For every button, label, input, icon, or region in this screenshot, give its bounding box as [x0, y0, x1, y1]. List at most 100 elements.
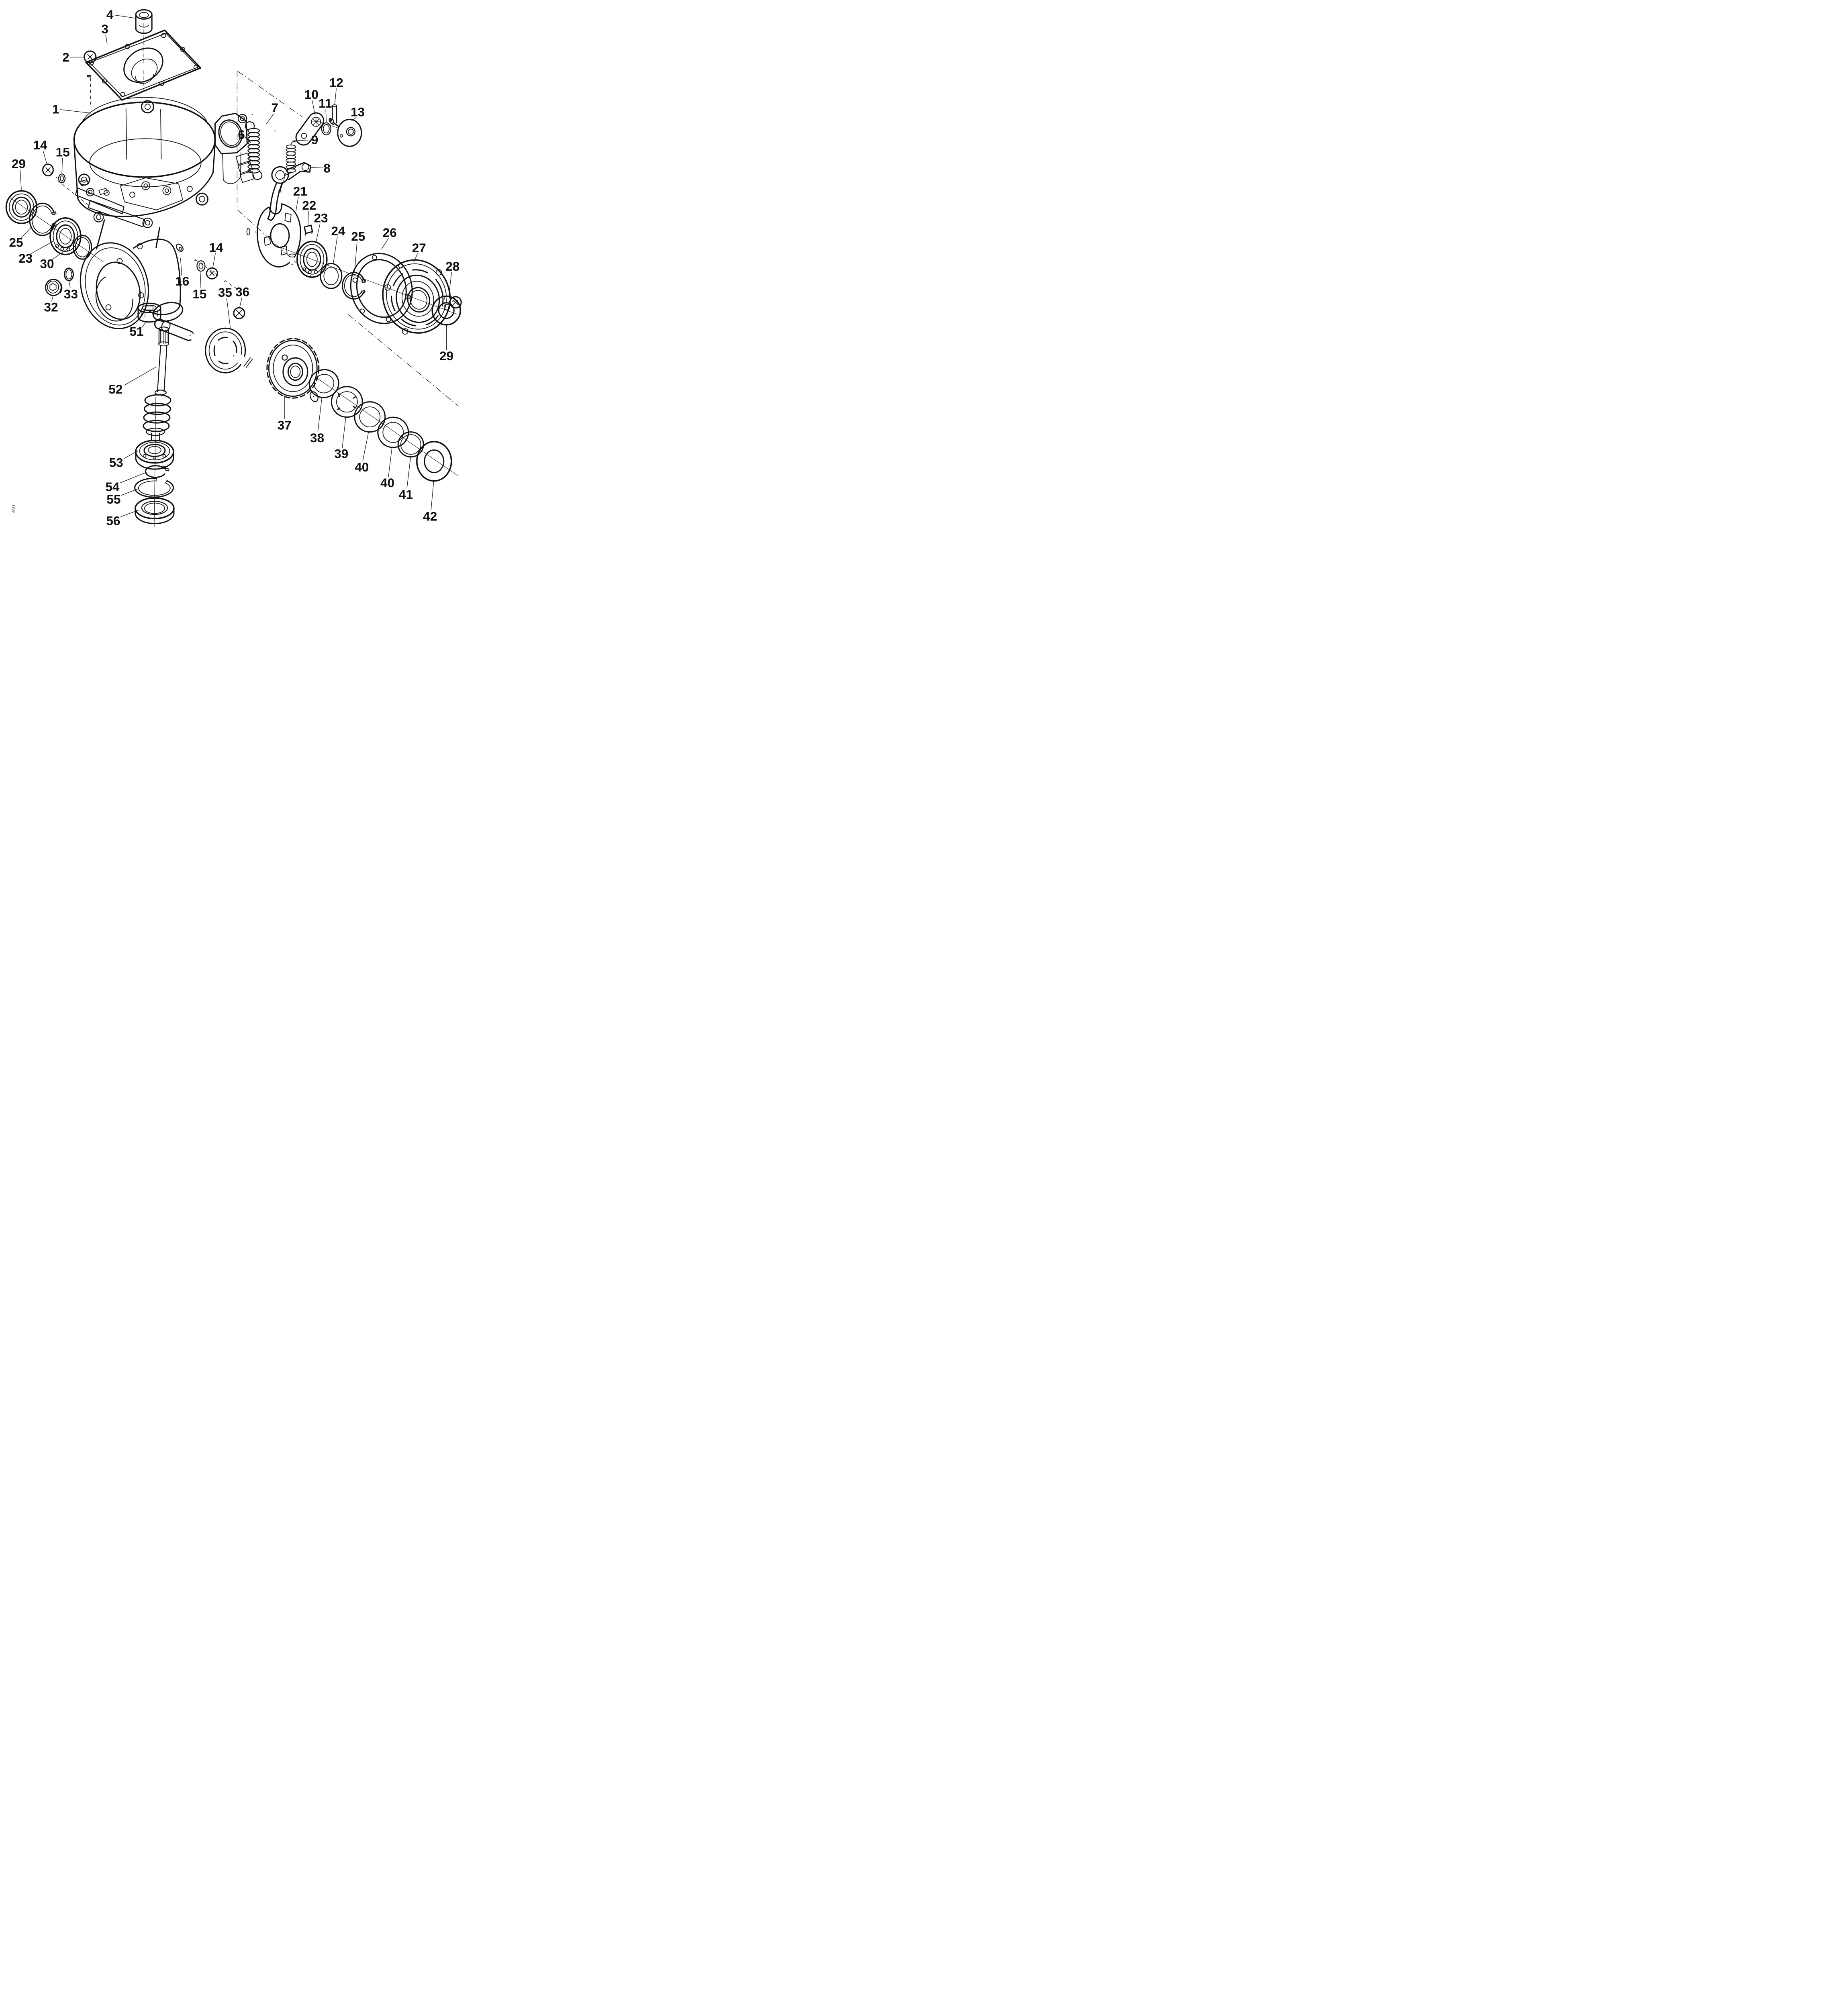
part-4-leader [114, 14, 136, 19]
part-2-screw [84, 50, 97, 78]
part-14-screw-mid [206, 267, 225, 282]
part-52-leader [124, 366, 157, 386]
part-15L-label: 15 [56, 145, 70, 159]
part-24-washer [320, 263, 343, 289]
part-40b-leader [388, 448, 392, 477]
part-4-label: 4 [106, 7, 114, 22]
part-21-label: 21 [293, 184, 307, 198]
part-32-label: 32 [44, 300, 58, 314]
part-28-screw [442, 295, 462, 309]
part-23R-label: 23 [314, 210, 328, 225]
part-12-label: 12 [329, 75, 343, 90]
part-23R-leader [316, 223, 321, 241]
part-54-snap-ring [145, 465, 169, 478]
part-14M-label: 14 [209, 240, 223, 255]
part-25L-leader [21, 226, 33, 239]
part-27-leader [413, 253, 418, 263]
part-14M-leader [212, 253, 216, 267]
part-30-leader [51, 243, 75, 260]
part-40-washer-a [354, 401, 386, 433]
part-37-gear [266, 338, 320, 399]
part-14-screw-left [42, 163, 57, 179]
part-51-label: 51 [129, 324, 143, 339]
part-28-leader [449, 272, 452, 296]
part-40a-leader [362, 433, 369, 461]
part-25-snap-ring-left [29, 202, 57, 236]
part-54-leader [120, 471, 147, 484]
part-56-seal [135, 497, 175, 524]
part-1-label: 1 [52, 102, 59, 116]
part-3-leader [105, 35, 108, 44]
part-15M-label: 15 [192, 287, 206, 301]
part-29-seal-right [431, 295, 461, 326]
part-40-washer-b [377, 416, 409, 448]
part-7-label: 7 [271, 100, 278, 115]
part-15-washer-left [58, 173, 66, 184]
part-9-leader [292, 139, 312, 141]
part-7-pin [251, 114, 276, 132]
part-10-link [295, 112, 325, 146]
part-6-leader [245, 137, 251, 143]
exploded-parts-diagram: 1234678910111213141529252330323316151435… [5, 7, 462, 528]
part-6-spring [245, 121, 263, 180]
part-32-leader [51, 296, 53, 302]
part-25R-leader [354, 242, 357, 273]
drawing-code: 6081 [12, 504, 16, 512]
part-16-label: 16 [175, 274, 189, 288]
part-24-label: 24 [331, 224, 346, 238]
part-3-label: 3 [101, 22, 108, 36]
part-36-label: 36 [235, 284, 249, 299]
part-11-label: 11 [319, 96, 332, 110]
part-8-leader [311, 167, 324, 168]
part-40b-label: 40 [380, 475, 394, 490]
part-25-snap-ring-right [342, 272, 366, 300]
part-8-lever [267, 162, 311, 221]
part-21-leader [296, 196, 299, 211]
part-29L-leader [20, 169, 22, 190]
part-42-label: 42 [423, 509, 437, 523]
part-51-spline-bushing [137, 302, 161, 323]
part-7-leader [266, 113, 274, 124]
part-53-leader [124, 451, 138, 459]
part-52-worm-shaft [143, 327, 172, 442]
part-40a-label: 40 [355, 460, 369, 474]
part-35-label: 35 [218, 285, 232, 300]
part-3-cover-plate [85, 29, 202, 101]
part-39-leader [342, 418, 346, 448]
part-26-label: 26 [383, 225, 397, 240]
part-35-leader [226, 298, 231, 328]
part-13-label: 13 [351, 104, 365, 119]
part-30-ring [73, 235, 92, 260]
part-6-label: 6 [238, 127, 245, 142]
leader-lines [20, 14, 452, 517]
part-29R-label: 29 [439, 349, 453, 363]
part-33-o-ring [63, 267, 74, 282]
part-29L-label: 29 [12, 156, 26, 171]
part-55-ring [134, 478, 174, 498]
part-39-tab-washer [331, 386, 363, 418]
part-15-washer-mid [196, 260, 206, 272]
part-55-leader [121, 488, 138, 496]
part-14L-label: 14 [33, 138, 47, 152]
part-21-cam-plate [246, 203, 301, 268]
part-9-spring [285, 141, 296, 175]
part-9-label: 9 [311, 133, 319, 147]
part-41-washer [397, 431, 424, 458]
part-55-label: 55 [106, 492, 120, 506]
part-13-adjuster-disc [329, 118, 362, 147]
part-52-label: 52 [108, 382, 123, 396]
part-42-leader [431, 482, 434, 510]
part-38-leader [317, 398, 322, 432]
part-2-label: 2 [62, 50, 69, 64]
part-15M-leader [200, 271, 201, 288]
part-25L-label: 25 [9, 235, 23, 249]
part-23L-leader [30, 241, 53, 254]
part-30-label: 30 [40, 257, 54, 271]
part-36-woodruff-key [233, 307, 245, 319]
part-23-bearing-right [296, 241, 328, 278]
part-38-label: 38 [310, 431, 324, 445]
part-16-pin [176, 243, 197, 263]
part-27-label: 27 [412, 241, 426, 255]
part-41-label: 41 [399, 487, 413, 502]
